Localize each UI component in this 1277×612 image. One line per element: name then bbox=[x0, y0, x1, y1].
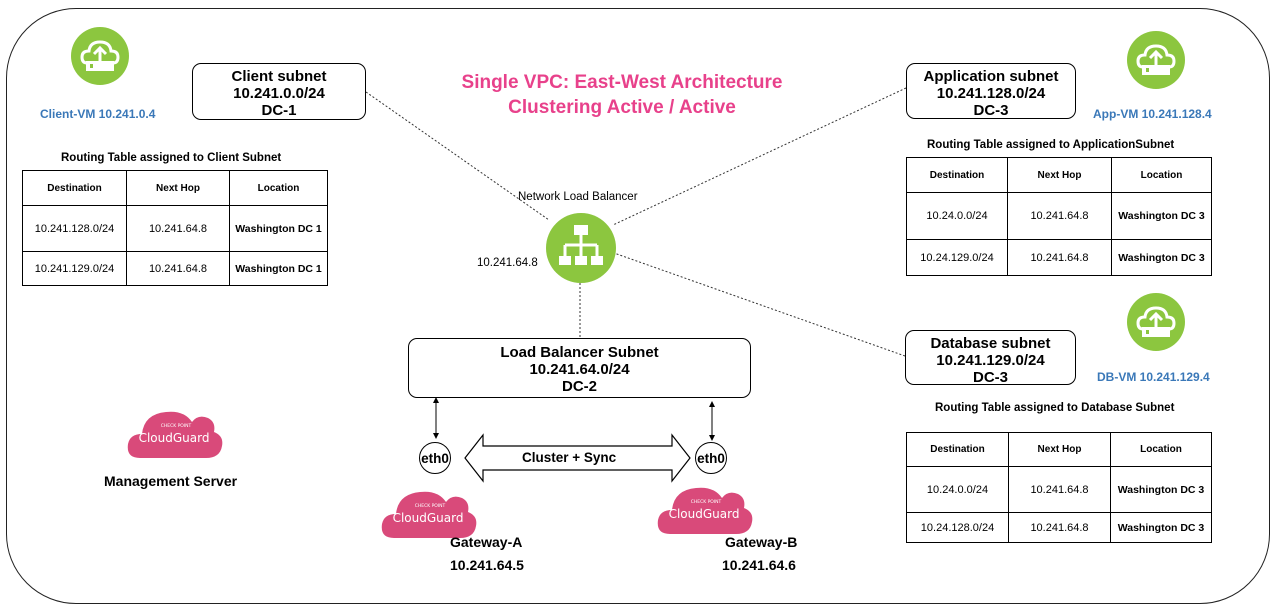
gateway-b-cloudguard-logo: CHECK POINT CloudGuard bbox=[657, 487, 753, 534]
cell-destination: 10.24.128.0/24 bbox=[906, 512, 1009, 543]
table-row: 10.24.128.0/24 10.241.64.8 Washington DC… bbox=[906, 512, 1212, 543]
cell-location: Washington DC 3 bbox=[1110, 512, 1212, 543]
header-next-hop: Next Hop bbox=[1008, 432, 1111, 467]
cell-destination: 10.241.129.0/24 bbox=[22, 251, 127, 286]
title-line-1: Single VPC: East-West Architecture bbox=[461, 72, 783, 93]
database-rt-title: Routing Table assigned to Database Subne… bbox=[935, 402, 1175, 414]
management-cloudguard-logo: CHECK POINT CloudGuard bbox=[127, 411, 223, 458]
lb-subnet-dc: DC-2 bbox=[561, 378, 597, 395]
database-subnet-dc: DC-3 bbox=[972, 369, 1008, 386]
application-subnet-box: Application subnet 10.241.128.0/24 DC-3 bbox=[906, 63, 1076, 119]
cell-next-hop: 10.241.64.8 bbox=[1007, 192, 1112, 240]
application-subnet-name: Application subnet bbox=[923, 68, 1059, 85]
cell-next-hop: 10.241.64.8 bbox=[1007, 239, 1112, 276]
management-server-label: Management Server bbox=[104, 473, 238, 489]
table-row: 10.241.128.0/24 10.241.64.8 Washington D… bbox=[22, 205, 328, 252]
client-routing-table: Destination Next Hop Location 10.241.128… bbox=[22, 170, 328, 286]
application-subnet-dc: DC-3 bbox=[973, 102, 1009, 119]
db-vm-label: DB-VM 10.241.129.4 bbox=[1097, 370, 1210, 384]
cg-brand-text: CloudGuard bbox=[139, 431, 210, 445]
client-rt-title: Routing Table assigned to Client Subnet bbox=[61, 152, 282, 164]
database-routing-table: Destination Next Hop Location 10.24.0.0/… bbox=[906, 432, 1212, 543]
load-balancer-subnet-box: Load Balancer Subnet 10.241.64.0/24 DC-2 bbox=[408, 338, 751, 398]
gateway-b-name: Gateway-B bbox=[725, 534, 798, 550]
table-row: 10.24.129.0/24 10.241.64.8 Washington DC… bbox=[906, 239, 1212, 276]
cell-location: Washington DC 3 bbox=[1111, 239, 1212, 276]
client-to-nlb-line bbox=[365, 91, 550, 221]
app-vm-icon bbox=[1127, 31, 1185, 89]
gateway-b-ip: 10.241.64.6 bbox=[722, 557, 796, 573]
title-line-2: Clustering Active / Active bbox=[508, 97, 736, 118]
client-subnet-cidr: 10.241.0.0/24 bbox=[233, 85, 325, 102]
cell-next-hop: 10.241.64.8 bbox=[126, 205, 230, 252]
table-row: 10.241.129.0/24 10.241.64.8 Washington D… bbox=[22, 251, 328, 286]
cell-next-hop: 10.241.64.8 bbox=[1008, 512, 1111, 543]
client-subnet-dc: DC-1 bbox=[261, 102, 297, 119]
app-to-nlb-line bbox=[612, 87, 907, 226]
cell-location: Washington DC 1 bbox=[229, 205, 328, 252]
cg-maker-text: CHECK POINT bbox=[691, 499, 722, 505]
cell-destination: 10.24.0.0/24 bbox=[906, 192, 1008, 240]
gateway-a-cloudguard-logo: CHECK POINT CloudGuard bbox=[381, 491, 477, 538]
client-vm-icon bbox=[71, 27, 129, 85]
cell-next-hop: 10.241.64.8 bbox=[126, 251, 230, 286]
db-vm-icon bbox=[1127, 293, 1185, 351]
cell-next-hop: 10.241.64.8 bbox=[1008, 466, 1111, 513]
cell-location: Washington DC 1 bbox=[229, 251, 328, 286]
cg-brand-text: CloudGuard bbox=[393, 511, 464, 525]
application-routing-table: Destination Next Hop Location 10.24.0.0/… bbox=[906, 157, 1212, 276]
cluster-sync-arrow bbox=[464, 433, 691, 483]
gateway-a-ip: 10.241.64.5 bbox=[450, 557, 524, 573]
client-vm-label: Client-VM 10.241.0.4 bbox=[40, 107, 156, 121]
database-subnet-box: Database subnet 10.241.129.0/24 DC-3 bbox=[905, 330, 1076, 386]
cell-destination: 10.241.128.0/24 bbox=[22, 205, 127, 252]
nlb-ip: 10.241.64.8 bbox=[477, 257, 538, 269]
app-vm-label: App-VM 10.241.128.4 bbox=[1093, 107, 1212, 121]
header-next-hop: Next Hop bbox=[1007, 157, 1112, 193]
cell-location: Washington DC 3 bbox=[1110, 466, 1212, 513]
nlb-label: Network Load Balancer bbox=[518, 191, 638, 203]
header-destination: Destination bbox=[906, 432, 1009, 467]
header-next-hop: Next Hop bbox=[126, 170, 230, 206]
diagram-frame bbox=[6, 8, 1270, 604]
header-location: Location bbox=[1110, 432, 1212, 467]
application-rt-title: Routing Table assigned to ApplicationSub… bbox=[927, 139, 1175, 151]
header-destination: Destination bbox=[22, 170, 127, 206]
client-subnet-name: Client subnet bbox=[231, 68, 327, 85]
cg-maker-text: CHECK POINT bbox=[161, 423, 192, 429]
cell-destination: 10.24.129.0/24 bbox=[906, 239, 1008, 276]
lb-subnet-cidr: 10.241.64.0/24 bbox=[529, 361, 630, 378]
database-subnet-cidr: 10.241.129.0/24 bbox=[936, 352, 1045, 369]
table-row: 10.24.0.0/24 10.241.64.8 Washington DC 3 bbox=[906, 466, 1212, 513]
gateway-a-eth0: eth0 bbox=[419, 442, 451, 474]
cell-location: Washington DC 3 bbox=[1111, 192, 1212, 240]
diagram-title: Single VPC: East-West Architecture Clust… bbox=[422, 70, 822, 120]
header-location: Location bbox=[229, 170, 328, 206]
table-row: 10.24.0.0/24 10.241.64.8 Washington DC 3 bbox=[906, 192, 1212, 240]
database-subnet-name: Database subnet bbox=[930, 335, 1051, 352]
header-destination: Destination bbox=[906, 157, 1008, 193]
cg-maker-text: CHECK POINT bbox=[415, 503, 446, 509]
cluster-sync-label: Cluster + Sync bbox=[522, 450, 617, 465]
application-subnet-cidr: 10.241.128.0/24 bbox=[936, 85, 1046, 102]
load-balancer-icon bbox=[546, 213, 616, 283]
cg-brand-text: CloudGuard bbox=[669, 507, 740, 521]
db-to-nlb-line bbox=[613, 252, 906, 357]
cell-destination: 10.24.0.0/24 bbox=[906, 466, 1009, 513]
gateway-b-eth0: eth0 bbox=[695, 442, 727, 474]
gateway-a-name: Gateway-A bbox=[450, 534, 523, 550]
client-subnet-box: Client subnet 10.241.0.0/24 DC-1 bbox=[192, 63, 366, 120]
lb-subnet-name: Load Balancer Subnet bbox=[500, 344, 659, 361]
header-location: Location bbox=[1111, 157, 1212, 193]
